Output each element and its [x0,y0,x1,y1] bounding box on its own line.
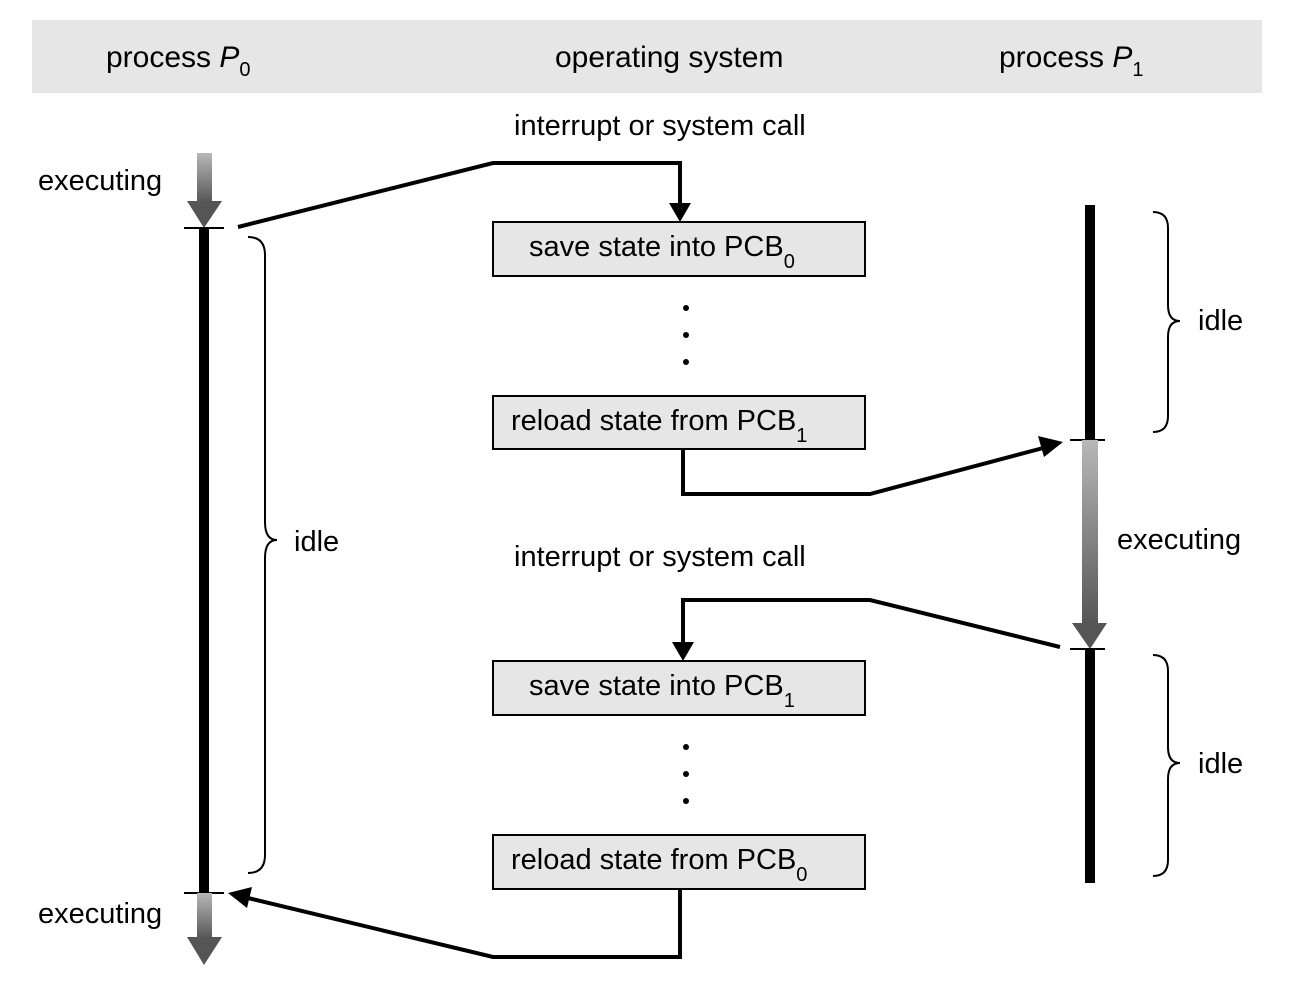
ellipsis-dots-bottom [683,744,689,804]
svg-text:save state into PCB1: save state into PCB1 [529,670,795,712]
box-save-state-pcb0: save state into PCB0 [492,221,866,277]
p0-executing-arrow-top [187,153,222,228]
p1-idle-bar-top [1085,205,1095,440]
svg-text:reload state from PCB0: reload state from PCB0 [511,844,807,886]
header-process-p1: process P1 [999,41,1144,81]
p0-executing-arrow-bottom [187,893,222,965]
p1-idle-bar-bottom [1085,649,1095,883]
p1-executing-arrow [1072,440,1107,649]
p0-executing-label-bottom: executing [38,898,162,930]
arrow-p0-to-save-pcb0 [237,161,691,229]
p1-executing-label: executing [1117,524,1241,556]
p0-idle-label: idle [294,526,339,558]
box-reload-state-pcb0: reload state from PCB0 [492,834,866,890]
arrow-reload-pcb0-to-p0 [228,887,682,959]
header-band [32,20,1262,93]
header-process-p0: process P0 [106,41,251,81]
ellipsis-dots-top [683,305,689,365]
box-save-state-pcb1: save state into PCB1 [492,660,866,716]
svg-text:reload state from PCB1: reload state from PCB1 [511,405,807,447]
arrow-reload-pcb1-to-p1 [681,436,1063,496]
p1-idle-brace-top [1152,211,1181,433]
interrupt-label-middle: interrupt or system call [514,541,806,573]
p1-idle-brace-bottom [1152,654,1181,877]
p0-idle-bar [199,228,209,893]
svg-text:save state into PCB0: save state into PCB0 [529,231,795,273]
p0-idle-brace [247,236,278,874]
header-operating-system: operating system [555,41,783,74]
p1-idle-label-bottom: idle [1198,748,1243,780]
p1-idle-label-top: idle [1198,305,1243,337]
interrupt-label-top: interrupt or system call [514,110,806,142]
box-reload-state-pcb1: reload state from PCB1 [492,395,866,450]
p0-executing-label-top: executing [38,165,162,197]
arrow-p1-to-save-pcb1 [672,598,1061,661]
